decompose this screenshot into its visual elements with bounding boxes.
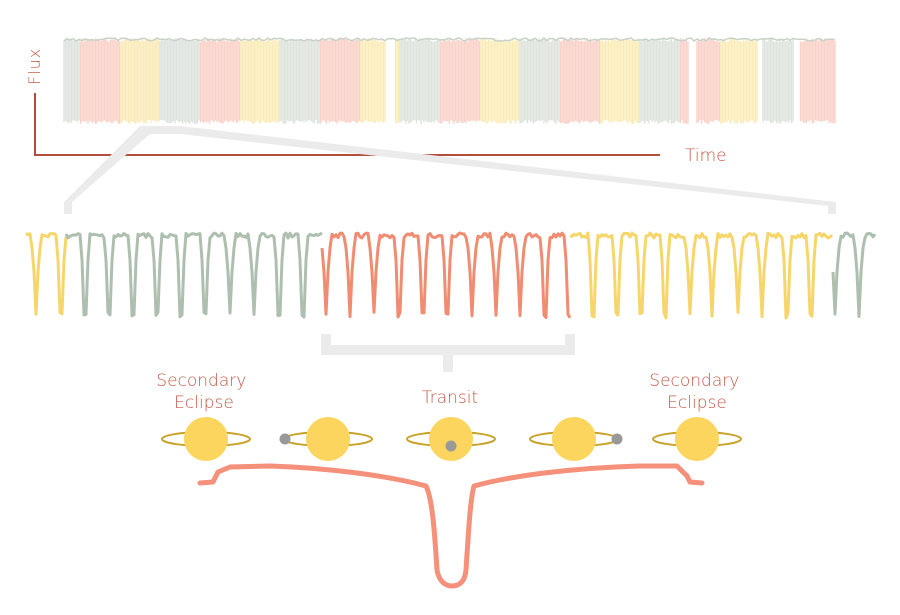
phase-curve-line bbox=[197, 463, 705, 589]
zoomed-curve-segment bbox=[831, 231, 877, 318]
planet-system-egress bbox=[529, 417, 623, 461]
orbit-stages bbox=[161, 417, 742, 461]
planet-icon bbox=[552, 417, 596, 461]
zoomed-curve-segment bbox=[64, 231, 323, 319]
planet-icon bbox=[675, 417, 719, 461]
zoomed-curve-segment bbox=[569, 231, 834, 320]
secondary-eclipse-right-label: Secondary Eclipse bbox=[649, 371, 744, 413]
planet-system-ingress bbox=[279, 417, 373, 461]
bracket-shape bbox=[321, 334, 575, 355]
planet-system-secondary-right bbox=[652, 417, 742, 461]
planet-icon bbox=[429, 417, 473, 461]
moon-icon bbox=[279, 433, 291, 445]
zoom-funnel bbox=[64, 126, 836, 214]
zoomed-curve-segment bbox=[320, 231, 572, 319]
planet-icon bbox=[184, 417, 228, 461]
overview-light-curve bbox=[63, 37, 836, 124]
transit-label: Transit bbox=[422, 388, 478, 408]
moon-icon bbox=[611, 433, 623, 445]
zoomed-light-curve bbox=[25, 231, 877, 320]
planet-icon bbox=[306, 417, 350, 461]
axes: Flux Time bbox=[25, 48, 727, 166]
time-axis-label: Time bbox=[685, 146, 727, 166]
planet-system-secondary-left bbox=[161, 417, 251, 461]
zoom-connector bbox=[64, 126, 836, 214]
transit-bracket bbox=[321, 334, 575, 372]
stage-labels: Secondary Eclipse Transit Secondary Ecli… bbox=[156, 371, 744, 413]
secondary-eclipse-left-label: Secondary Eclipse bbox=[156, 371, 251, 413]
moon-icon bbox=[445, 440, 457, 452]
flux-axis-label: Flux bbox=[25, 48, 44, 85]
phase-curve bbox=[197, 463, 705, 589]
overview-baseline bbox=[63, 37, 836, 42]
zoomed-curve-segment bbox=[25, 232, 68, 316]
planet-system-transit bbox=[406, 417, 496, 461]
